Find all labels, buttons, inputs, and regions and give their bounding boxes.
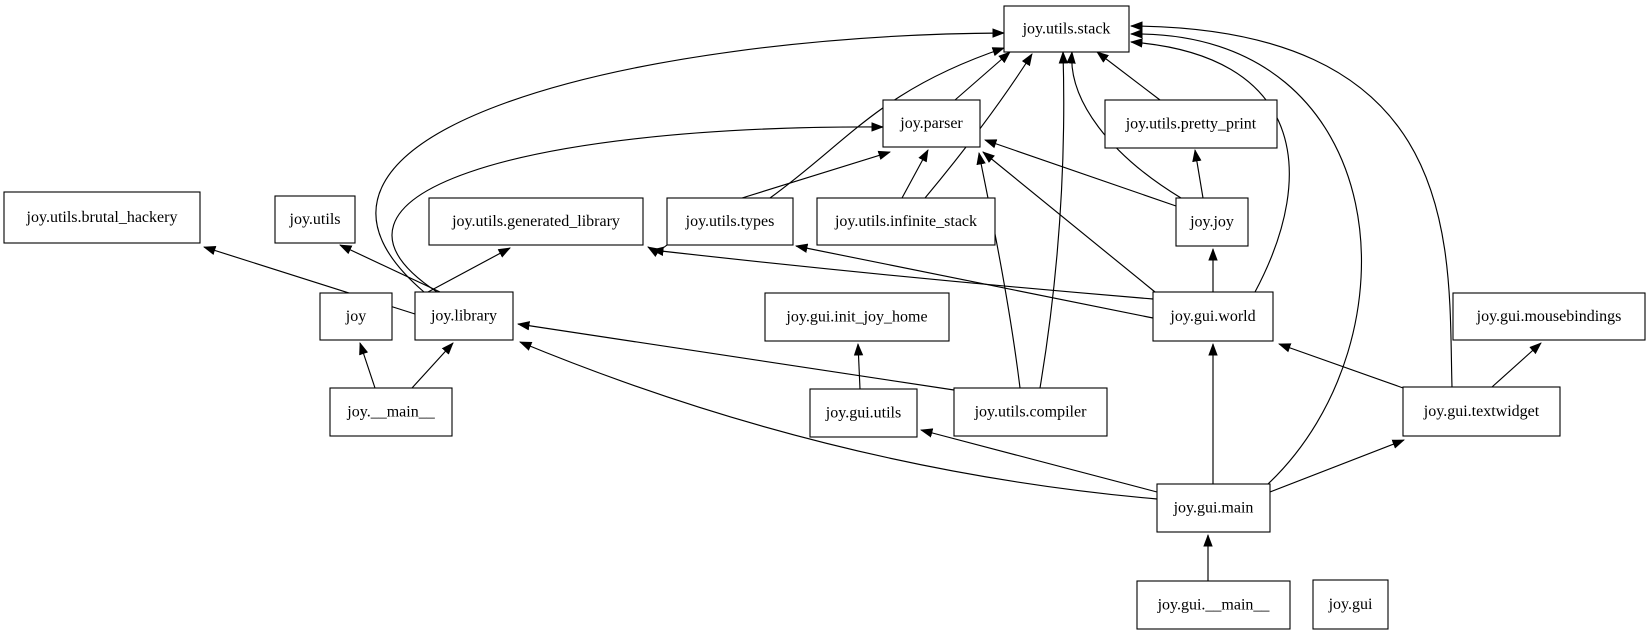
node-joy_gui_utils: joy.gui.utils bbox=[809, 388, 918, 438]
node-joy: joy bbox=[319, 292, 393, 341]
node-box-joy_gui bbox=[1312, 579, 1389, 630]
node-joy_utils_compiler: joy.utils.compiler bbox=[953, 387, 1108, 437]
edge-joy_gui_textwidget-to-joy_gui_mousebindings bbox=[1491, 342, 1542, 388]
node-label-joy_utils_infinite_stack: joy.utils.infinite_stack bbox=[834, 213, 977, 230]
node-box-joy___main__ bbox=[329, 387, 453, 437]
edge-joy_parser-to-joy_utils_stack bbox=[954, 51, 1011, 101]
node-label-joy: joy bbox=[345, 308, 366, 325]
node-box-joy_utils_brutal_hackery bbox=[3, 191, 201, 244]
node-label-joy_gui_main: joy.gui.main bbox=[1173, 500, 1254, 517]
node-label-joy_library: joy.library bbox=[430, 308, 497, 325]
node-joy_gui: joy.gui bbox=[1312, 579, 1389, 630]
node-box-joy_gui_main bbox=[1156, 483, 1271, 533]
node-box-joy bbox=[319, 292, 393, 341]
edge-joy_utils_infinite_stack-to-joy_parser bbox=[901, 149, 929, 199]
node-joy_utils_infinite_stack: joy.utils.infinite_stack bbox=[816, 197, 996, 246]
node-box-joy_utils_generated_library bbox=[428, 197, 644, 246]
node-joy_gui_world: joy.gui.world bbox=[1152, 291, 1274, 342]
node-joy_utils: joy.utils bbox=[274, 195, 356, 244]
edge-joy_library-to-joy_utils_generated_library bbox=[427, 247, 511, 293]
edge-joy_utils_types-to-joy_utils_stack bbox=[769, 47, 1005, 199]
node-box-joy_gui_textwidget bbox=[1402, 386, 1561, 437]
edge-joy_utils_pretty_print-to-joy_utils_stack bbox=[1096, 51, 1161, 101]
edge-joy_library-to-joy_utils bbox=[339, 244, 441, 293]
node-label-joy_utils_types: joy.utils.types bbox=[685, 213, 775, 230]
edge-joy_gui_world-to-joy_utils_generated_library bbox=[651, 246, 1154, 300]
node-joy_utils_stack: joy.utils.stack bbox=[1003, 5, 1130, 53]
node-box-joy_utils_stack bbox=[1003, 5, 1130, 53]
node-box-joy_utils_infinite_stack bbox=[816, 197, 996, 246]
node-label-joy___main__: joy.__main__ bbox=[346, 404, 435, 421]
edge-joy_utils_compiler-to-joy_utils_stack bbox=[1039, 51, 1069, 389]
node-joy___main__: joy.__main__ bbox=[329, 387, 453, 437]
node-label-joy_gui_mousebindings: joy.gui.mousebindings bbox=[1476, 308, 1622, 325]
node-label-joy_utils: joy.utils bbox=[289, 211, 341, 228]
node-label-joy_gui_world: joy.gui.world bbox=[1169, 308, 1255, 325]
edge-joy_joy-to-joy_utils_stack bbox=[1066, 51, 1182, 199]
edge-joy_joy-to-joy_parser bbox=[984, 139, 1177, 207]
node-box-joy_joy bbox=[1175, 197, 1249, 247]
edge-joy_gui_main-to-joy_gui_textwidget bbox=[1269, 439, 1405, 493]
edge-joy_gui_textwidget-to-joy_gui_world bbox=[1278, 343, 1407, 390]
edge-joy_utils_infinite_stack-to-joy_utils_stack bbox=[924, 53, 1033, 199]
node-label-joy_utils_compiler: joy.utils.compiler bbox=[974, 404, 1088, 421]
edge-joy_utils_types-to-joy_parser bbox=[741, 150, 891, 199]
node-box-joy_utils_compiler bbox=[953, 387, 1108, 437]
node-joy_parser: joy.parser bbox=[882, 99, 981, 148]
node-label-joy_utils_brutal_hackery: joy.utils.brutal_hackery bbox=[26, 209, 178, 226]
nodes-layer: joy.utils.stack joy.parser joy.utils.prett… bbox=[3, 5, 1646, 630]
node-joy_gui_mousebindings: joy.gui.mousebindings bbox=[1452, 292, 1646, 341]
node-label-joy_gui: joy.gui bbox=[1328, 596, 1373, 613]
edge-joy_library-to-joy_parser bbox=[391, 122, 884, 293]
node-box-joy_utils_pretty_print bbox=[1104, 99, 1278, 149]
edge-joy_gui_world-to-joy_utils_stack bbox=[1130, 38, 1290, 293]
node-label-joy_gui_utils: joy.gui.utils bbox=[825, 405, 901, 422]
edge-joy_library-to-joy_utils_stack bbox=[375, 28, 1005, 293]
node-joy_gui_main: joy.gui.main bbox=[1156, 483, 1271, 533]
edge-joy_gui_utils-to-joy_gui_init_joy_home bbox=[853, 343, 864, 390]
node-joy_joy: joy.joy bbox=[1175, 197, 1249, 247]
edge-joy_joy-to-joy_utils_pretty_print bbox=[1192, 149, 1204, 199]
node-joy_utils_brutal_hackery: joy.utils.brutal_hackery bbox=[3, 191, 201, 244]
node-label-joy_parser: joy.parser bbox=[899, 115, 963, 132]
node-label-joy_joy: joy.joy bbox=[1189, 214, 1234, 231]
node-box-joy_gui_utils bbox=[809, 388, 918, 438]
node-box-joy_parser bbox=[882, 99, 981, 148]
edge-joy_gui_world-to-joy_parser bbox=[982, 151, 1156, 293]
edge-joy_gui_world-to-joy_utils_types bbox=[795, 243, 1154, 319]
edge-joy___main__-to-joy_library bbox=[411, 342, 454, 389]
node-joy_library: joy.library bbox=[414, 291, 514, 341]
edge-joy_gui_main-to-joy_library bbox=[519, 341, 1158, 500]
edge-joy_gui_main-to-joy_gui_utils bbox=[920, 428, 1158, 493]
node-joy_gui_textwidget: joy.gui.textwidget bbox=[1402, 386, 1561, 437]
node-box-joy_gui_init_joy_home bbox=[764, 292, 950, 342]
node-joy_gui_init_joy_home: joy.gui.init_joy_home bbox=[764, 292, 950, 342]
node-label-joy_utils_pretty_print: joy.utils.pretty_print bbox=[1125, 116, 1257, 133]
node-label-joy_gui___main__: joy.gui.__main__ bbox=[1157, 597, 1271, 614]
node-joy_gui___main__: joy.gui.__main__ bbox=[1136, 580, 1291, 630]
edge-joy_gui_textwidget-to-joy_utils_stack bbox=[1130, 21, 1453, 388]
node-box-joy_gui_mousebindings bbox=[1452, 292, 1646, 341]
node-joy_utils_types: joy.utils.types bbox=[666, 197, 794, 246]
node-box-joy_gui_world bbox=[1152, 291, 1274, 342]
edge-joy_utils_types-to-joy_utils_generated_library bbox=[647, 244, 668, 257]
node-label-joy_utils_generated_library: joy.utils.generated_library bbox=[451, 213, 620, 230]
edge-joy_gui_main-to-joy_utils_stack bbox=[1130, 29, 1362, 485]
edge-joy_utils_compiler-to-joy_library bbox=[517, 321, 955, 391]
node-joy_utils_pretty_print: joy.utils.pretty_print bbox=[1104, 99, 1278, 149]
node-box-joy_utils bbox=[274, 195, 356, 244]
node-box-joy_gui___main__ bbox=[1136, 580, 1291, 630]
node-joy_utils_generated_library: joy.utils.generated_library bbox=[428, 197, 644, 246]
node-label-joy_utils_stack: joy.utils.stack bbox=[1022, 21, 1111, 38]
node-label-joy_gui_textwidget: joy.gui.textwidget bbox=[1423, 403, 1540, 420]
node-box-joy_utils_types bbox=[666, 197, 794, 246]
edge-joy_utils_compiler-to-joy_parser bbox=[976, 152, 1021, 389]
node-label-joy_gui_init_joy_home: joy.gui.init_joy_home bbox=[785, 309, 927, 326]
edge-joy___main__-to-joy bbox=[359, 342, 376, 389]
node-box-joy_library bbox=[414, 291, 514, 341]
